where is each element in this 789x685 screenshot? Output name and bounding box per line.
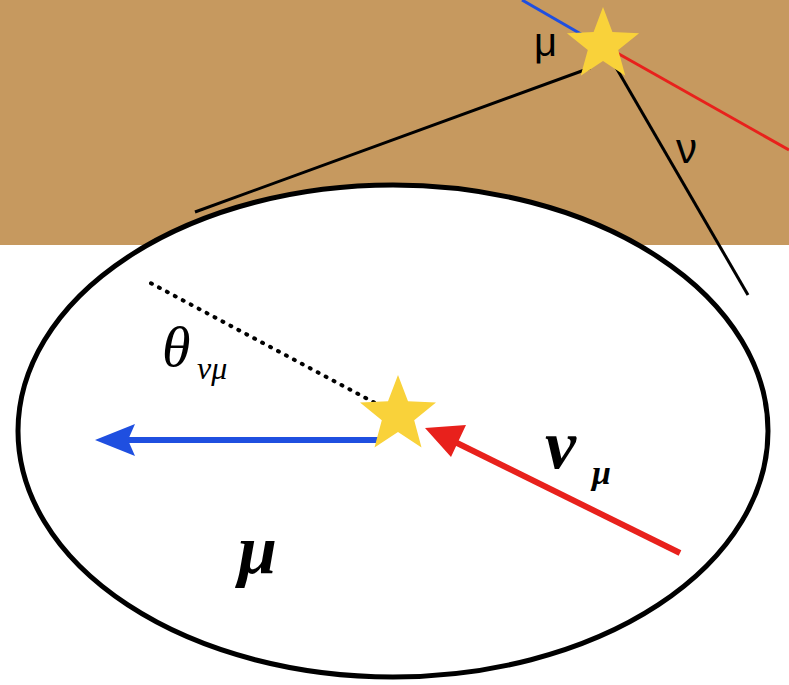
vertex-star	[360, 375, 436, 447]
muon-arrow	[125, 437, 380, 443]
arrowhead	[425, 425, 466, 457]
zoom-ellipse	[18, 185, 768, 677]
angle-dotted-line	[145, 280, 390, 411]
muon-symbol: μ	[238, 515, 277, 585]
neutrino-label: ν	[676, 128, 697, 170]
arrowhead	[95, 424, 135, 456]
angle-subscript: νμ	[197, 352, 227, 384]
angle-symbol: θ	[162, 318, 191, 376]
neutrino-subscript: μ	[592, 456, 611, 490]
muon-label: μ	[534, 22, 557, 62]
vertex-star	[567, 7, 639, 76]
neutrino-symbol: ν	[545, 410, 576, 480]
